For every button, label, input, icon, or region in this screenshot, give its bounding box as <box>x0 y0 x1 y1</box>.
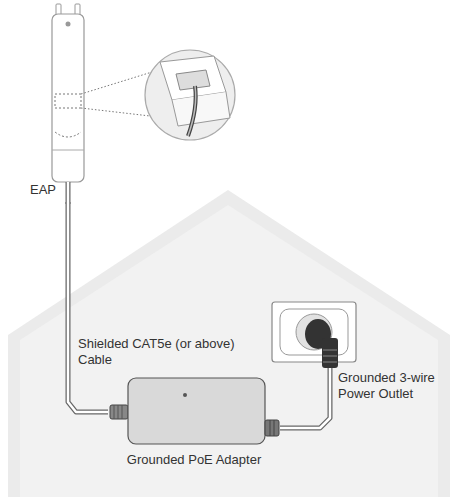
port-cover <box>172 92 230 126</box>
poe-adapter-body <box>128 378 265 444</box>
power-cord <box>329 368 332 410</box>
relief-ridge <box>270 420 271 436</box>
outlet-plate <box>272 302 356 362</box>
device-node: Grounded PoE Adapter <box>108 372 280 472</box>
zoom-leader <box>81 108 150 116</box>
housing-seam <box>52 150 84 151</box>
device-label: EAP <box>30 182 56 198</box>
plug-ridge <box>323 350 337 351</box>
plug-ridge <box>114 405 115 419</box>
cable-label: Shielded CAT5e (or above) Cable <box>78 336 248 368</box>
cable-core <box>68 202 108 412</box>
cable-connector <box>280 410 330 428</box>
port-bracket <box>160 56 226 100</box>
device-node: Grounded 3-wire Power Outlet <box>268 298 448 410</box>
cable-stub <box>66 182 71 204</box>
strain-relief <box>265 420 279 436</box>
house-silhouette <box>8 190 450 497</box>
cable-core <box>280 410 330 428</box>
plug-ridge <box>323 362 337 363</box>
led <box>183 393 187 397</box>
cable-group <box>280 410 330 428</box>
relief-ridge <box>274 420 275 436</box>
power-cord <box>328 368 333 410</box>
lan-plug <box>110 405 128 419</box>
cable-stub <box>67 182 70 204</box>
cable-group <box>68 202 108 412</box>
zoom-leader <box>81 72 152 94</box>
device-node: EAP <box>26 4 96 202</box>
logo-mark <box>66 22 71 27</box>
port-marker <box>55 94 81 108</box>
rj45-port <box>176 70 210 90</box>
eap-housing <box>52 14 84 182</box>
device-label: Grounded 3-wire Power Outlet <box>338 370 448 402</box>
plug-ridge <box>122 405 123 419</box>
device-label: Grounded PoE Adapter <box>127 452 261 468</box>
cable-connector <box>68 202 108 412</box>
house-shading <box>20 205 438 497</box>
plug-neck <box>322 338 338 368</box>
opening-marker <box>55 132 81 137</box>
inset-cable <box>188 86 196 136</box>
plug-ridge <box>118 405 119 419</box>
inset-cable <box>188 86 196 136</box>
plug-ridge <box>323 356 337 357</box>
zoom-inset <box>145 50 235 140</box>
